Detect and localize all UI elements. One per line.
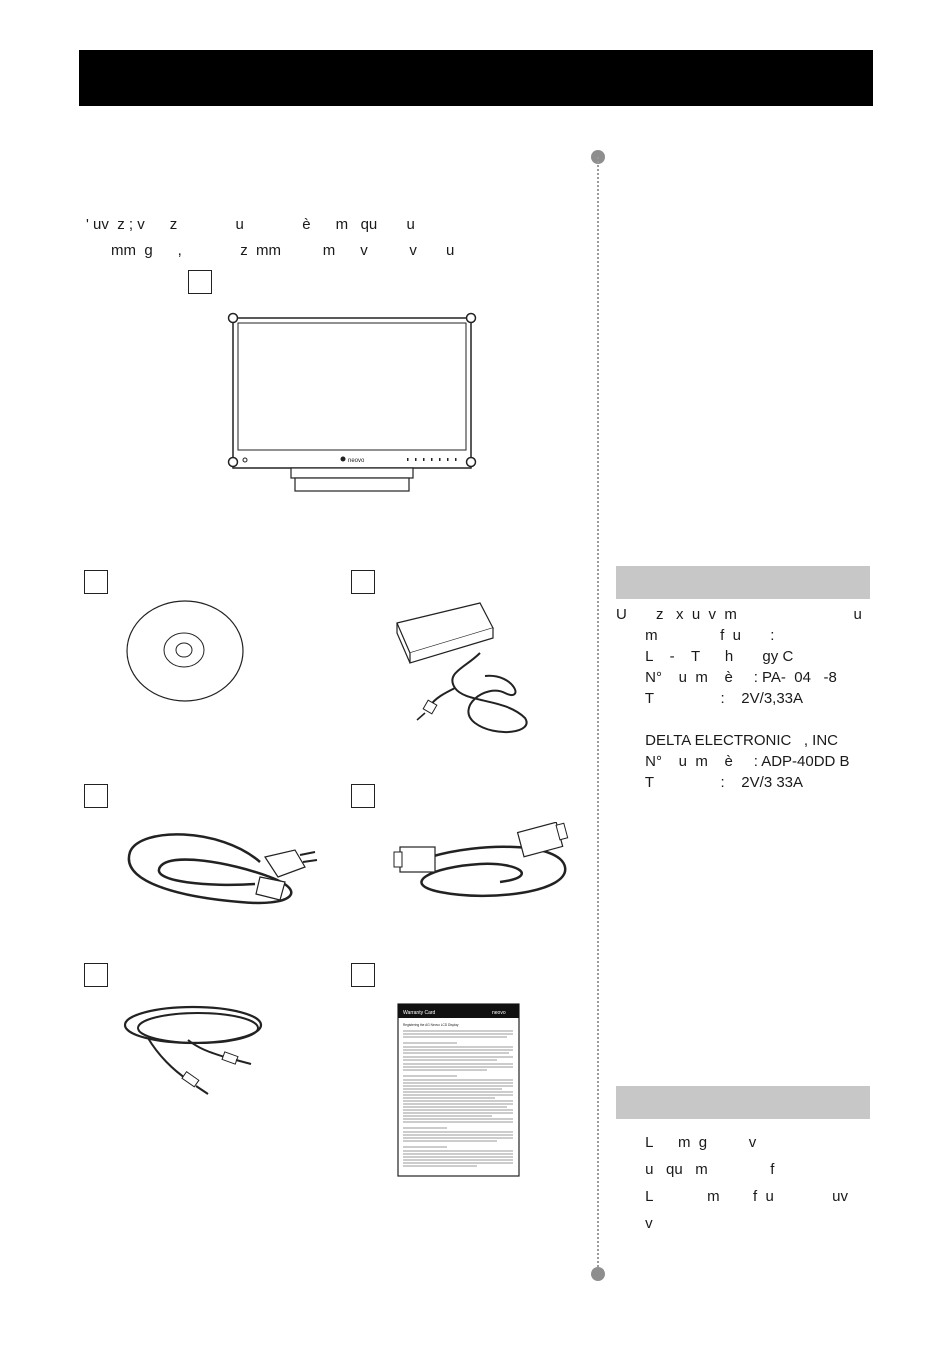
vga-cable-illustration	[393, 822, 569, 898]
note1-line: N° u m è : PA- 04 -8	[616, 669, 837, 686]
intro-line-2: mm g , z mm m v v u	[86, 242, 455, 259]
note2-line: u qu m f	[616, 1161, 775, 1178]
item-checkbox-adapter	[351, 570, 375, 594]
note2-line: L m g v	[616, 1134, 757, 1151]
note1-line: U z x u v m u	[616, 606, 862, 623]
item-checkbox-vga-cable	[351, 784, 375, 808]
power-adapter-illustration	[396, 602, 528, 734]
monitor-illustration: neovo	[227, 312, 477, 492]
note2-line: L m f u uv	[616, 1188, 849, 1205]
monitor-brand-logo: neovo	[348, 458, 365, 464]
note1-line	[616, 709, 876, 730]
note2-line: v	[616, 1215, 653, 1232]
note1-line: T : 2V/3 33A	[616, 774, 804, 791]
note-header-bar-1	[616, 566, 870, 599]
note-text-2: L m g v u qu m f L m f u uv v	[616, 1129, 876, 1237]
item-checkbox-monitor	[188, 270, 212, 294]
item-checkbox-audio-cable	[84, 963, 108, 987]
note1-line: L - T h gy C	[616, 648, 794, 665]
warranty-card-illustration: Warranty Card neovo Registering the AG N…	[397, 1003, 520, 1177]
warranty-card-brand: neovo	[492, 1010, 506, 1016]
note1-line: m f u :	[616, 627, 775, 644]
note-header-bar-2	[616, 1086, 870, 1119]
note1-line: N° u m è : ADP-40DD B	[616, 753, 850, 770]
warranty-card-heading: Registering the AG Neovo LCD Display	[403, 1023, 459, 1027]
intro-line-1: ' uv z ; v z u è m qu u	[86, 216, 415, 233]
item-checkbox-cd	[84, 570, 108, 594]
audio-cable-illustration	[123, 1005, 263, 1095]
note1-line: DELTA ELECTRONIC , INC	[616, 732, 838, 749]
divider-bottom-dot	[591, 1267, 605, 1281]
warranty-card-title: Warranty Card	[403, 1010, 436, 1016]
power-cord-illustration	[127, 833, 318, 905]
note1-line: T : 2V/3,33A	[616, 690, 804, 707]
intro-text: ' uv z ; v z u è m qu u mm g , z mm m v …	[86, 212, 546, 264]
column-divider	[597, 157, 599, 1275]
cd-rom-illustration	[126, 600, 244, 702]
item-checkbox-power-cord	[84, 784, 108, 808]
note-text-1: U z x u v m u m f u : L - T h gy C N° u …	[616, 604, 876, 793]
item-checkbox-warranty-card	[351, 963, 375, 987]
section-header-bar	[79, 50, 873, 106]
